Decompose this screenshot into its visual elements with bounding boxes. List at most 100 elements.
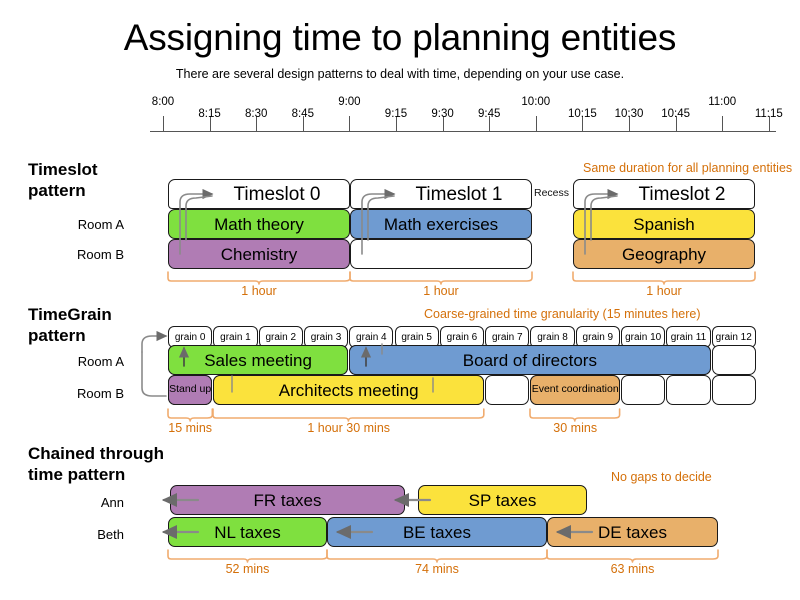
timegrain-arrow-to-grain0	[141, 330, 168, 353]
timegrain-grain-10: grain 10	[621, 326, 666, 348]
timeslot-2-duration-label: 1 hour	[646, 284, 682, 298]
timegrain-duration-2-duration-label: 30 mins	[553, 421, 598, 435]
timeslot-0-room-b-cell: Chemistry	[168, 239, 350, 269]
chained-row-label-beth: Beth	[97, 527, 124, 542]
timegrain-heading-line1: TimeGrain	[28, 305, 112, 324]
axis-tick-label-8:30: 8:30	[244, 108, 268, 120]
chained-duration-2-duration-label: 63 mins	[610, 562, 655, 576]
timegrain-rowB-slot-11	[666, 375, 711, 405]
timegrain-rowB-slot-10	[621, 375, 666, 405]
timegrain-duration-1-brace	[212, 408, 485, 422]
timegrain-duration-0-brace	[167, 408, 214, 422]
timegrain-duration-2-brace	[529, 408, 621, 422]
timeslot-2-room-b-cell: Geography	[573, 239, 755, 269]
axis-tick-13	[768, 116, 770, 132]
timeslot-annotation: Same duration for all planning entities	[583, 161, 793, 175]
timeslot-header-label-2: Timeslot 2	[638, 183, 726, 205]
chained-duration-1-brace	[326, 549, 548, 563]
timegrain-duration-1-duration-label: 1 hour 30 mins	[307, 421, 391, 435]
timeslot-heading-line2: pattern	[28, 181, 86, 200]
timeslot-0-brace	[167, 271, 351, 285]
axis-tick-label-11:00: 11:00	[708, 96, 737, 108]
timegrain-section-heading: TimeGrain pattern	[28, 304, 178, 346]
axis-tick-0	[163, 116, 164, 132]
timeslot-row-label-room-a: Room A	[77, 217, 124, 232]
timegrain-row-label-room-b: Room B	[77, 386, 124, 401]
timeslot-2-arrow-roomB	[590, 195, 618, 241]
timegrain-arrow-from-standup	[141, 351, 167, 397]
chained-duration-2-brace	[546, 549, 719, 563]
chained-ann-task-0: FR taxes	[170, 485, 405, 515]
chained-duration-2-brace-path	[546, 549, 719, 563]
chained-section-heading: Chained through time pattern	[28, 443, 178, 485]
axis-tick-label-10:30: 10:30	[614, 108, 644, 120]
axis-tick-4	[349, 116, 351, 132]
timeslot-0-arrow-roomA	[179, 188, 214, 255]
chained-duration-0-brace-path	[167, 549, 328, 563]
axis-tick-12	[722, 116, 724, 132]
chained-duration-0-brace	[167, 549, 328, 563]
axis-tick-5	[396, 116, 397, 132]
timeslot-1-duration-label: 1 hour	[423, 284, 459, 298]
recess-label: Recess	[534, 187, 570, 199]
axis-tick-6	[442, 116, 444, 132]
timegrain-room-b-item-0: Stand up	[168, 375, 213, 405]
timegrain-room-a-item-1: Board of directors	[349, 345, 711, 375]
axis-tick-label-9:45: 9:45	[477, 108, 501, 120]
timeslot-2-room-a-cell: Spanish	[573, 209, 755, 239]
timegrain-room-a-item-0: Sales meeting	[168, 345, 349, 375]
timeslot-0-room-a-cell: Math theory	[168, 209, 350, 239]
timeslot-2-brace	[572, 271, 756, 285]
timegrain-duration-0-brace-path	[167, 408, 214, 422]
chained-duration-0-duration-label: 52 mins	[225, 562, 270, 576]
chained-annotation: No gaps to decide	[611, 470, 712, 484]
time-axis-line	[150, 131, 776, 132]
chained-arrows	[161, 492, 594, 540]
timeslot-row-label-room-b: Room B	[77, 247, 124, 262]
chained-row-label-ann: Ann	[100, 495, 124, 510]
timeslot-header-label-0: Timeslot 0	[233, 183, 321, 205]
timeslot-header-label-1: Timeslot 1	[415, 183, 503, 205]
axis-tick-1	[209, 116, 211, 132]
timeslot-section-heading: Timeslot pattern	[28, 159, 178, 201]
timegrain-room-b-item-1: Architects meeting	[213, 375, 485, 405]
axis-tick-label-9:30: 9:30	[431, 108, 454, 120]
timeslot-0-assign-arrows	[179, 188, 214, 255]
timeslot-0-duration-label: 1 hour	[241, 284, 277, 298]
axis-tick-7	[489, 116, 491, 132]
timeslot-2-assign-arrows	[584, 188, 619, 255]
timeslot-1-brace	[349, 271, 533, 285]
chained-duration-1-duration-label: 74 mins	[415, 562, 459, 576]
timeslot-0-arrow-roomB	[185, 195, 213, 241]
axis-tick-9	[582, 116, 584, 132]
axis-tick-label-8:00: 8:00	[151, 96, 175, 108]
page-title: Assigning time to planning entities	[123, 17, 677, 58]
timegrain-room-b-item-2: Event coordination	[530, 375, 620, 405]
timegrain-rowA-slot-12	[711, 345, 756, 375]
axis-tick-label-10:15: 10:15	[568, 108, 597, 120]
timegrain-assign-arrows	[141, 330, 434, 397]
timeslot-2-arrow-roomA	[584, 188, 619, 255]
page-subtitle: There are several design patterns to dea…	[175, 67, 625, 81]
chained-heading-line2: time pattern	[28, 465, 126, 484]
timeslot-1-arrow-roomA	[361, 188, 396, 255]
timegrain-heading-line2: pattern	[28, 326, 86, 345]
axis-tick-10	[629, 116, 630, 132]
axis-tick-label-11:15: 11:15	[754, 108, 783, 120]
axis-tick-label-9:00: 9:00	[338, 96, 361, 108]
axis-tick-8	[535, 116, 537, 132]
axis-tick-11	[675, 116, 677, 132]
timeslot-1-arrow-roomB	[367, 195, 395, 241]
axis-tick-label-10:00: 10:00	[521, 96, 551, 108]
timeslot-1-brace-path	[349, 271, 533, 285]
timegrain-rowB-slot-7	[485, 375, 530, 405]
chained-heading-line1: Chained through	[28, 444, 164, 463]
timeslot-2-brace-path	[572, 271, 756, 285]
timeslot-1-room-a-cell: Math exercises	[350, 209, 532, 239]
timegrain-row-label-room-a: Room A	[77, 354, 124, 369]
axis-tick-label-8:45: 8:45	[291, 108, 314, 120]
axis-tick-label-8:15: 8:15	[198, 108, 221, 120]
timeslot-1-room-b-cell	[350, 239, 532, 269]
chained-duration-1-brace-path	[326, 549, 548, 563]
